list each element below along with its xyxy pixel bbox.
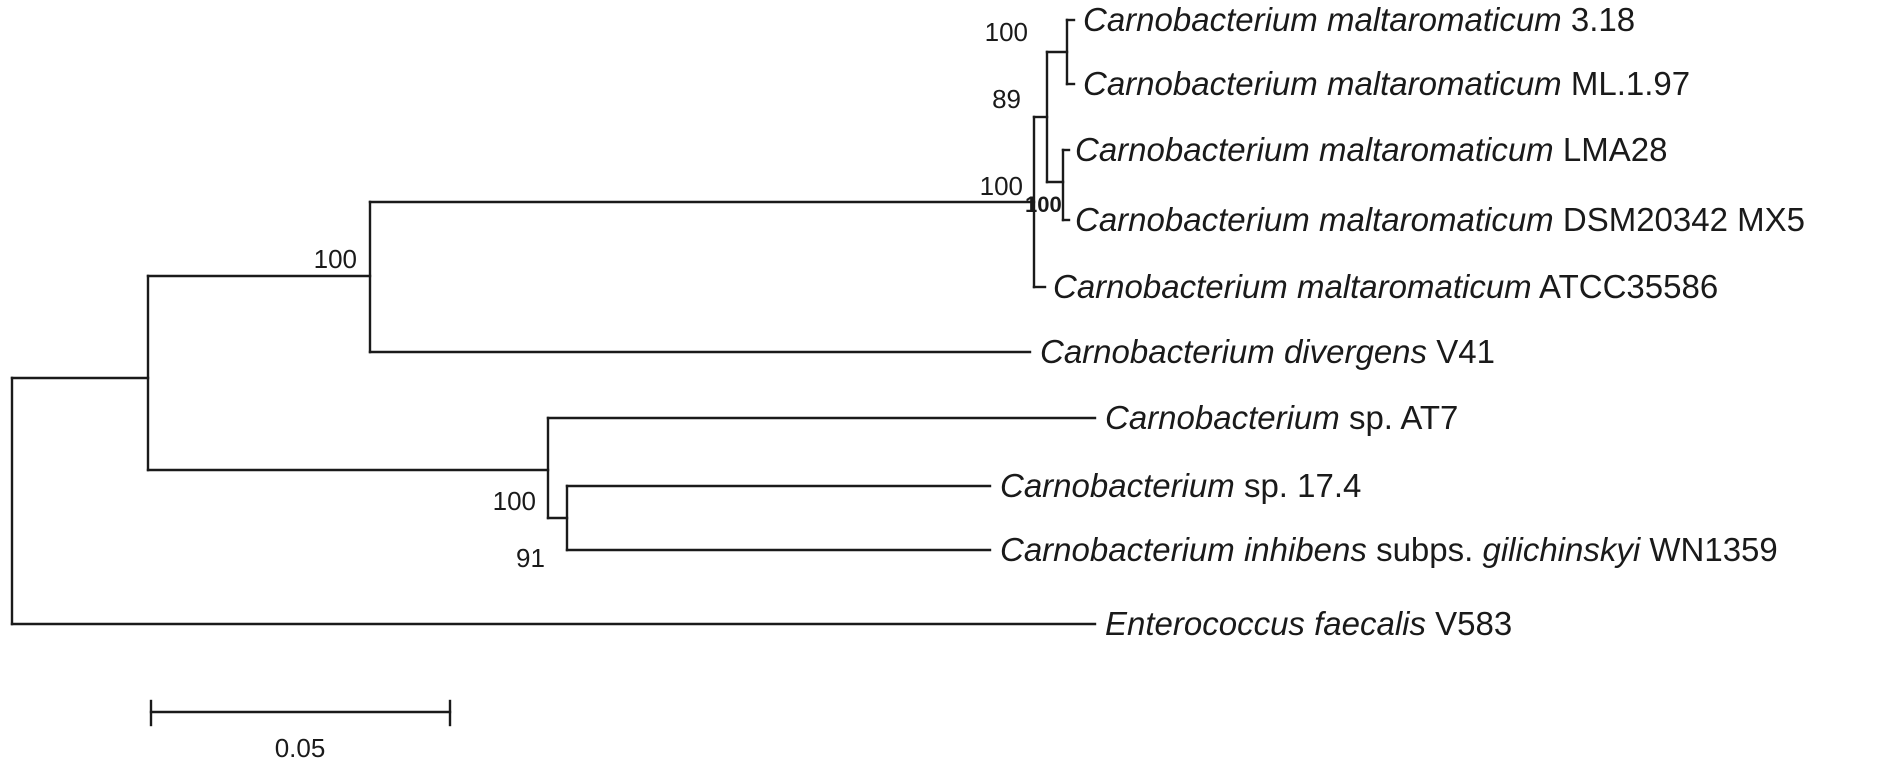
bootstrap-value: 89 <box>992 84 1021 114</box>
bootstrap-value: 100 <box>985 17 1028 47</box>
taxon-label: Carnobacterium maltaromaticum ATCC35586 <box>1053 268 1718 305</box>
bootstrap-value: 100 <box>314 244 357 274</box>
bootstrap-value: 100 <box>1025 192 1062 217</box>
taxon-label: Carnobacterium divergens V41 <box>1040 333 1495 370</box>
taxon-label: Carnobacterium inhibens subps. gilichins… <box>1000 531 1778 568</box>
taxon-label: Carnobacterium sp. AT7 <box>1105 399 1458 436</box>
scale-bar-label: 0.05 <box>275 733 326 763</box>
bootstrap-value: 91 <box>516 543 545 573</box>
taxon-label: Carnobacterium maltaromaticum DSM20342 M… <box>1075 201 1805 238</box>
taxon-label: Carnobacterium maltaromaticum LMA28 <box>1075 131 1667 168</box>
taxon-label: Carnobacterium sp. 17.4 <box>1000 467 1361 504</box>
bootstrap-value: 100 <box>493 486 536 516</box>
taxon-label: Enterococcus faecalis V583 <box>1105 605 1512 642</box>
taxon-label: Carnobacterium maltaromaticum 3.18 <box>1083 1 1635 38</box>
bootstrap-value: 100 <box>980 171 1023 201</box>
taxon-label: Carnobacterium maltaromaticum ML.1.97 <box>1083 65 1690 102</box>
